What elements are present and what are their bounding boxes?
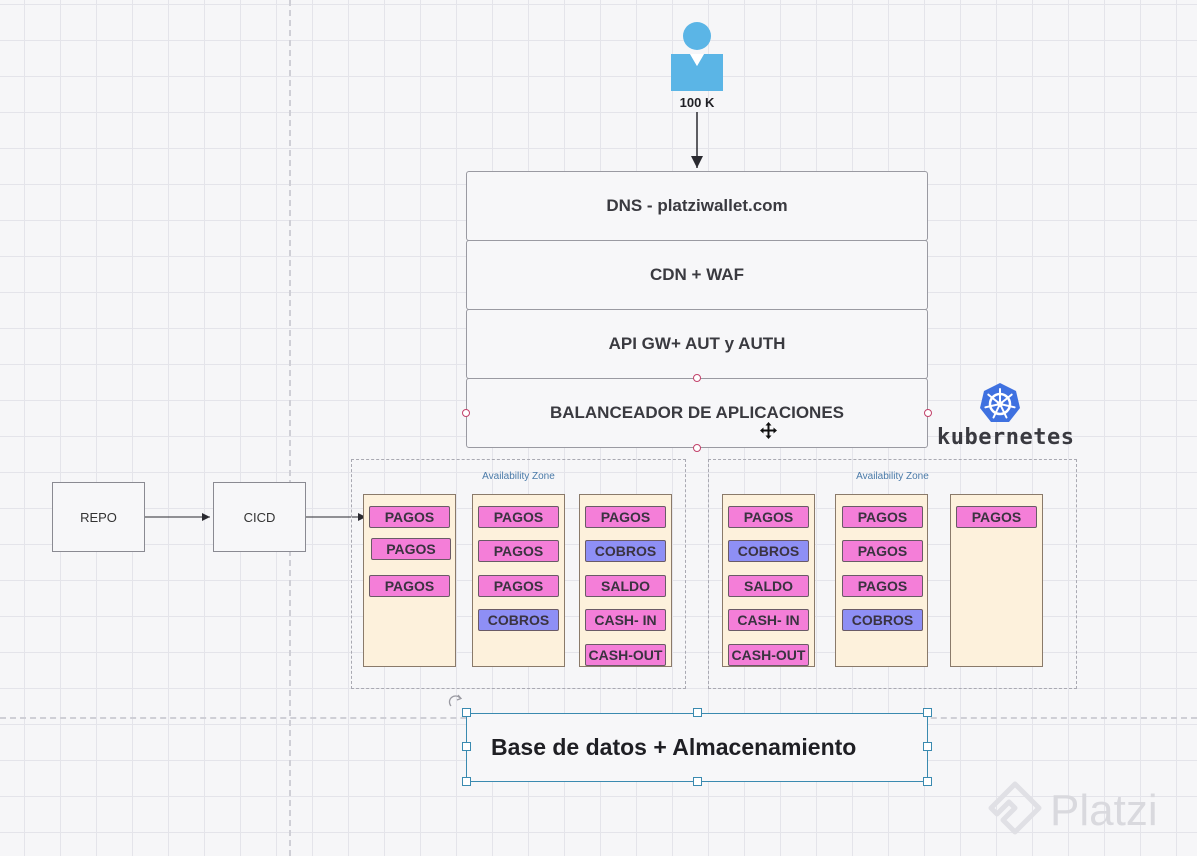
service-chip[interactable]: PAGOS xyxy=(369,506,450,528)
resize-handle[interactable] xyxy=(693,777,702,786)
service-chip[interactable]: PAGOS xyxy=(956,506,1037,528)
user-head xyxy=(683,22,711,50)
resize-handle[interactable] xyxy=(693,708,702,717)
resize-handle[interactable] xyxy=(923,742,932,751)
rotate-handle-icon[interactable] xyxy=(448,694,464,708)
repo-box[interactable]: REPO xyxy=(52,482,145,552)
service-chip[interactable]: COBROS xyxy=(585,540,666,562)
service-column[interactable]: PAGOS COBROS SALDO CASH- IN CASH-OUT xyxy=(579,494,672,667)
user-collar xyxy=(690,54,704,66)
dns-box[interactable]: DNS - platziwallet.com xyxy=(466,171,928,241)
connection-point-left[interactable] xyxy=(462,409,470,417)
resize-handle[interactable] xyxy=(462,742,471,751)
service-chip[interactable]: SALDO xyxy=(585,575,666,597)
resize-handle[interactable] xyxy=(462,777,471,786)
service-column[interactable]: PAGOS PAGOS PAGOS COBROS xyxy=(472,494,565,667)
service-column[interactable]: PAGOS PAGOS PAGOS xyxy=(363,494,456,667)
database-storage-box[interactable]: Base de datos + Almacenamiento xyxy=(466,713,928,782)
service-chip[interactable]: PAGOS xyxy=(728,506,809,528)
kubernetes-label: kubernetes xyxy=(937,425,1075,450)
connection-point-top[interactable] xyxy=(693,374,701,382)
user-count-label: 100 K xyxy=(679,95,715,110)
service-chip[interactable]: COBROS xyxy=(728,540,809,562)
service-chip[interactable]: PAGOS xyxy=(842,540,923,562)
service-chip[interactable]: PAGOS xyxy=(842,506,923,528)
resize-handle[interactable] xyxy=(923,708,932,717)
platzi-logo-icon xyxy=(988,781,1042,835)
api-gateway-box[interactable]: API GW+ AUT y AUTH xyxy=(466,309,928,379)
load-balancer-box[interactable]: BALANCEADOR DE APLICACIONES xyxy=(466,378,928,448)
platzi-watermark: Platzi xyxy=(1050,786,1158,835)
service-chip[interactable]: PAGOS xyxy=(585,506,666,528)
service-chip[interactable]: COBROS xyxy=(478,609,559,631)
service-chip[interactable]: PAGOS xyxy=(478,575,559,597)
availability-zone-1[interactable]: Availability Zone xyxy=(351,459,686,689)
service-column[interactable]: PAGOS xyxy=(950,494,1043,667)
resize-handle[interactable] xyxy=(462,708,471,717)
user-body xyxy=(671,54,723,91)
service-chip[interactable]: PAGOS xyxy=(842,575,923,597)
user-icon[interactable] xyxy=(668,20,726,94)
move-cursor-icon xyxy=(760,422,777,439)
service-chip[interactable]: PAGOS xyxy=(478,506,559,528)
service-column[interactable]: PAGOS COBROS SALDO CASH- IN CASH-OUT xyxy=(722,494,815,667)
service-chip[interactable]: SALDO xyxy=(728,575,809,597)
service-chip[interactable]: CASH- IN xyxy=(585,609,666,631)
availability-zone-2[interactable]: Availability Zone xyxy=(708,459,1077,689)
availability-zone-label: Availability Zone xyxy=(856,471,929,482)
availability-zone-label: Availability Zone xyxy=(482,471,555,482)
service-chip[interactable]: CASH-OUT xyxy=(585,644,666,666)
guide-line-vertical xyxy=(289,0,291,856)
connection-point-right[interactable] xyxy=(924,409,932,417)
user-figure xyxy=(671,22,723,91)
service-chip[interactable]: PAGOS xyxy=(478,540,559,562)
service-chip[interactable]: CASH- IN xyxy=(728,609,809,631)
service-chip[interactable]: CASH-OUT xyxy=(728,644,809,666)
cdn-waf-box[interactable]: CDN + WAF xyxy=(466,240,928,310)
kubernetes-icon xyxy=(980,383,1020,422)
service-chip[interactable]: COBROS xyxy=(842,609,923,631)
service-chip[interactable]: PAGOS xyxy=(371,538,451,560)
resize-handle[interactable] xyxy=(923,777,932,786)
service-chip[interactable]: PAGOS xyxy=(369,575,450,597)
connection-point-bottom[interactable] xyxy=(693,444,701,452)
service-column[interactable]: PAGOS PAGOS PAGOS COBROS xyxy=(835,494,928,667)
cicd-box[interactable]: CICD xyxy=(213,482,306,552)
